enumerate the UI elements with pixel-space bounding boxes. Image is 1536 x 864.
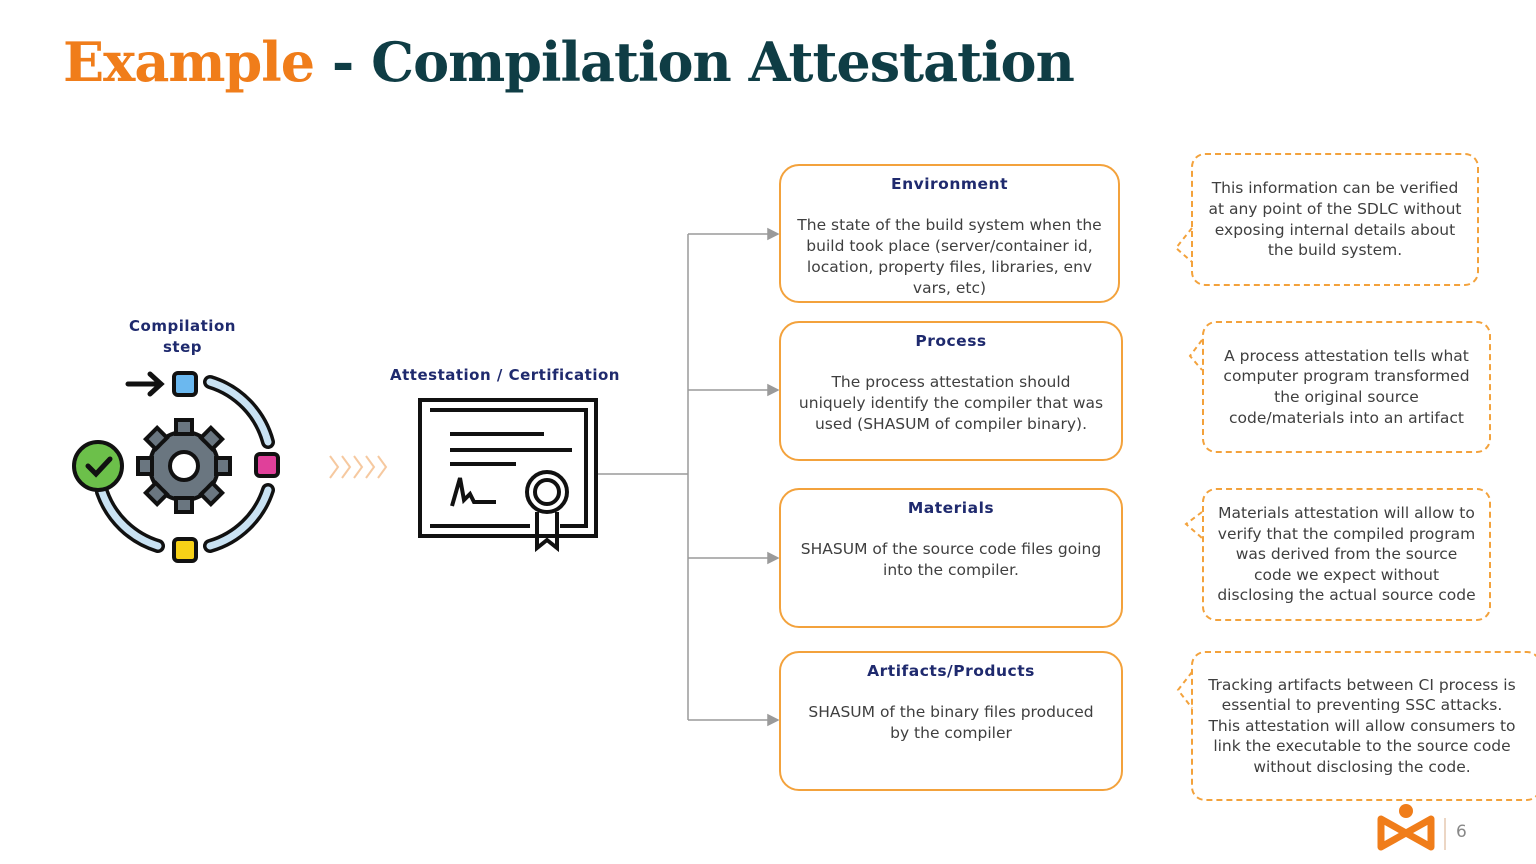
box-heading: Environment [891,175,1008,193]
callout-process: A process attestation tells what compute… [1202,321,1491,453]
callout-environment: This information can be verified at any … [1191,153,1479,286]
brand-logo [1377,804,1446,851]
process-box: Process The process attestation should u… [779,321,1123,461]
compilation-step-label: Compilation step [129,317,236,356]
materials-box: Materials SHASUM of the source code file… [779,488,1123,628]
box-body: The state of the build system when the b… [797,216,1102,297]
title-example: Example [63,30,315,94]
box-body: SHASUM of the source code files going in… [800,540,1102,579]
chevrons-arrow-icon [329,455,388,479]
box-heading: Process [915,332,987,350]
box-heading: Artifacts/Products [867,662,1035,680]
environment-box: Environment The state of the build syste… [779,164,1120,303]
attestation-label: Attestation / Certification [390,366,620,384]
certificate-icon [418,398,598,553]
callout-artifacts: Tracking artifacts between CI process is… [1191,651,1536,801]
box-body: The process attestation should uniquely … [798,373,1104,433]
artifacts-box: Artifacts/Products SHASUM of the binary … [779,651,1123,791]
title-main: - Compilation Attestation [314,30,1075,94]
page-number: 6 [1456,822,1467,842]
box-body: SHASUM of the binary files produced by t… [808,703,1094,742]
connector-lines [598,227,780,727]
callout-pointers [1174,227,1203,709]
slide-title: Example - Compilation Attestation [63,30,1075,94]
compilation-gear-icon [72,371,280,563]
callout-materials: Materials attestation will allow to veri… [1202,488,1491,621]
box-heading: Materials [907,499,995,517]
